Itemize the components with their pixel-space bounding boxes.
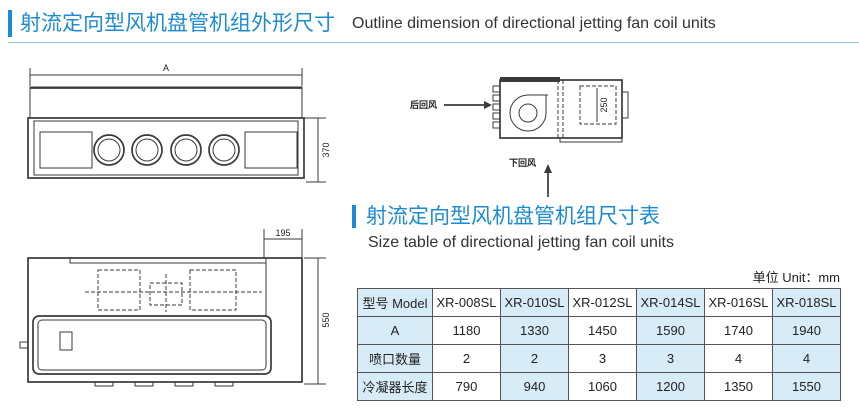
title-divider bbox=[8, 42, 859, 43]
table-cell: 3 bbox=[636, 344, 705, 373]
nozzle-stub bbox=[174, 381, 194, 387]
section-marker-bar bbox=[352, 205, 356, 228]
nozzle-inner-ring bbox=[174, 138, 198, 162]
row-label: A bbox=[357, 316, 433, 345]
side-tab bbox=[492, 112, 501, 120]
row-label: 喷口数量 bbox=[357, 344, 433, 373]
side-right-tab bbox=[621, 91, 629, 119]
dimension-195-label: 195 bbox=[275, 228, 290, 238]
dimension-550-label: 550 bbox=[321, 312, 331, 327]
header-model: XR-018SL bbox=[772, 288, 841, 317]
coil-housing bbox=[32, 315, 272, 375]
dimension-370-label: 370 bbox=[321, 142, 331, 157]
side-top-flange bbox=[500, 77, 560, 82]
jet-nozzles bbox=[93, 134, 240, 166]
table-cell: 1180 bbox=[432, 316, 501, 345]
table-cell: 1550 bbox=[772, 372, 841, 401]
unit-body-outline bbox=[27, 117, 305, 179]
unit-body-inner bbox=[33, 120, 299, 176]
outline-section-title-en: Outline dimension of directional jetting… bbox=[352, 15, 716, 32]
dimension-a-label: A bbox=[163, 63, 169, 73]
header-model: XR-010SL bbox=[500, 288, 569, 317]
arrow-head bbox=[484, 101, 492, 109]
nozzle-inner-ring bbox=[135, 138, 159, 162]
drain-stub bbox=[19, 341, 29, 349]
table-row: A 1180 1330 1450 1590 1740 1940 bbox=[357, 316, 841, 345]
dimension-195: 195 bbox=[263, 228, 303, 258]
coil-outline-hidden bbox=[579, 85, 617, 125]
nozzle-inner-ring bbox=[97, 138, 121, 162]
table-cell: 1740 bbox=[704, 316, 773, 345]
rear-return-arrow: 后回风 bbox=[410, 99, 492, 111]
header-model: XR-014SL bbox=[636, 288, 705, 317]
front-view-drawing: A 370 bbox=[27, 63, 331, 183]
nozzle-outer-ring bbox=[93, 134, 125, 166]
header-model: XR-012SL bbox=[568, 288, 637, 317]
table-cell: 2 bbox=[500, 344, 569, 373]
table-cell: 940 bbox=[500, 372, 569, 401]
outline-section-title-cn: 射流定向型风机盘管机组外形尺寸 bbox=[20, 11, 335, 35]
nozzle-outer-ring bbox=[170, 134, 202, 166]
return-air-panel-left bbox=[39, 131, 93, 169]
side-base-plate bbox=[559, 137, 623, 143]
arrow-head bbox=[544, 164, 552, 173]
size-table: 型号 Model XR-008SL XR-010SL XR-012SL XR-0… bbox=[357, 288, 841, 401]
side-view-drawing: 250 后回风 下回风 bbox=[410, 77, 629, 197]
table-cell: 1590 bbox=[636, 316, 705, 345]
unit-top-section bbox=[29, 86, 303, 119]
unit-note: 单位 Unit：mm bbox=[752, 270, 840, 285]
side-tab bbox=[492, 103, 501, 111]
nozzle-stub bbox=[214, 381, 234, 387]
coil-housing-inner bbox=[37, 319, 267, 371]
top-body-outline bbox=[27, 257, 303, 383]
dimension-a: A bbox=[29, 63, 303, 86]
nozzle-outer-ring bbox=[131, 134, 163, 166]
table-cell: 1450 bbox=[568, 316, 637, 345]
rear-return-label: 后回风 bbox=[410, 99, 437, 111]
fan-wheel bbox=[518, 103, 538, 123]
table-cell: 790 bbox=[432, 372, 501, 401]
nozzle-stub bbox=[134, 381, 154, 387]
top-view-drawing: 195 550 bbox=[19, 228, 331, 387]
header-model: XR-016SL bbox=[704, 288, 773, 317]
side-tab bbox=[492, 94, 501, 102]
dimension-250: 250 bbox=[596, 88, 609, 122]
table-cell: 4 bbox=[704, 344, 773, 373]
header-model: XR-008SL bbox=[432, 288, 501, 317]
side-tab bbox=[492, 121, 501, 129]
bottom-return-arrow: 下回风 bbox=[509, 158, 552, 197]
nozzle-inner-ring bbox=[212, 138, 236, 162]
nozzle-outer-ring bbox=[208, 134, 240, 166]
dimension-550: 550 bbox=[304, 257, 331, 385]
section-marker-bar bbox=[8, 10, 12, 37]
table-cell: 4 bbox=[772, 344, 841, 373]
bottom-return-label: 下回风 bbox=[509, 158, 536, 169]
table-cell: 2 bbox=[432, 344, 501, 373]
dimension-250-label: 250 bbox=[599, 97, 609, 112]
table-cell: 1350 bbox=[704, 372, 773, 401]
pipe-connection bbox=[59, 331, 73, 351]
return-air-panel-right bbox=[244, 131, 298, 169]
table-row: 冷凝器长度 790 940 1060 1200 1350 1550 bbox=[357, 372, 841, 401]
dimension-370: 370 bbox=[304, 117, 331, 183]
table-cell: 1330 bbox=[500, 316, 569, 345]
top-inner-frame bbox=[69, 258, 267, 264]
table-cell: 1060 bbox=[568, 372, 637, 401]
fan-volute bbox=[509, 94, 548, 132]
nozzle-stub bbox=[94, 381, 114, 387]
size-table-title-en: Size table of directional jetting fan co… bbox=[368, 234, 674, 251]
table-cell: 1940 bbox=[772, 316, 841, 345]
fan-outline-hidden bbox=[97, 269, 141, 311]
fan-outline-hidden bbox=[189, 269, 237, 311]
side-tab bbox=[492, 85, 501, 93]
header-model-label: 型号 Model bbox=[357, 288, 433, 317]
table-row: 喷口数量 2 2 3 3 4 4 bbox=[357, 344, 841, 373]
table-cell: 1200 bbox=[636, 372, 705, 401]
size-table-title-cn: 射流定向型风机盘管机组尺寸表 bbox=[366, 204, 660, 228]
table-cell: 3 bbox=[568, 344, 637, 373]
row-label: 冷凝器长度 bbox=[357, 372, 433, 401]
table-header-row: 型号 Model XR-008SL XR-010SL XR-012SL XR-0… bbox=[357, 288, 841, 317]
